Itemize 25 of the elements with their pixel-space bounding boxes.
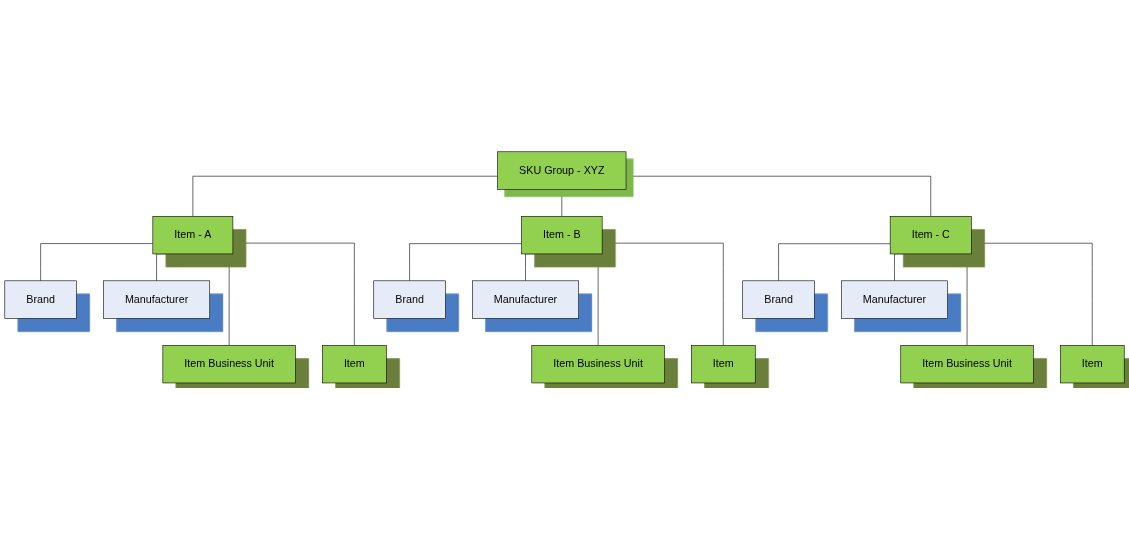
connector <box>778 243 891 282</box>
node-box: Item Business Unit <box>162 345 296 384</box>
connector <box>192 176 498 217</box>
node-box: Item <box>1060 345 1125 384</box>
node-box: Item - B <box>521 216 603 255</box>
node-box: Manufacturer <box>841 280 948 319</box>
connector <box>561 189 563 217</box>
connector <box>625 176 932 217</box>
node-box: Manufacturer <box>472 280 579 319</box>
node-box: Brand <box>373 280 446 319</box>
node-box: Item - C <box>889 216 972 255</box>
node-box: Item <box>322 345 387 384</box>
connector <box>409 243 522 282</box>
connector <box>601 243 724 346</box>
node-box: Item Business Unit <box>531 345 665 384</box>
connector <box>971 243 1093 346</box>
node-box: Brand <box>742 280 815 319</box>
node-box: Brand <box>4 280 77 319</box>
node-box: Item Business Unit <box>900 345 1034 384</box>
node-box: Item <box>691 345 756 384</box>
node-box: Manufacturer <box>103 280 211 319</box>
node-box: SKU Group - XYZ <box>497 151 627 190</box>
connector <box>232 242 355 346</box>
connector <box>40 243 154 282</box>
node-box: Item - A <box>152 216 234 255</box>
